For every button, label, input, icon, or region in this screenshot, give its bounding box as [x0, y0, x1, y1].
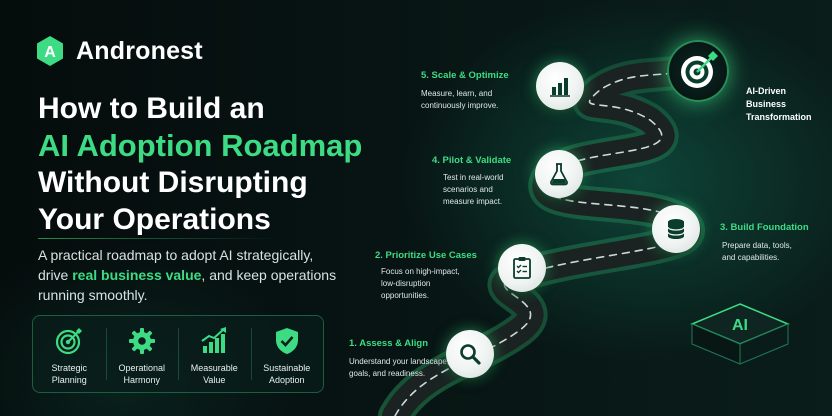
- headline-line-1: How to Build an: [38, 92, 265, 125]
- page-title: How to Build an AI Adoption Roadmap With…: [38, 90, 418, 238]
- headline-line-4: Your Operations: [38, 203, 271, 236]
- growth-chart-icon: [201, 327, 227, 353]
- headline-line-3: Without Disrupting: [38, 166, 308, 199]
- checklist-icon: [513, 257, 531, 279]
- subtitle-part-1: A practical roadmap to adopt AI strategi…: [38, 247, 314, 283]
- target-arrow-icon: [681, 51, 718, 88]
- gear-icon: [128, 328, 155, 354]
- subtitle: A practical roadmap to adopt AI strategi…: [38, 245, 338, 305]
- step-4-title: 4. Pilot & Validate: [432, 155, 512, 166]
- brand-logo-icon: A: [34, 35, 66, 67]
- brand: A Andronest: [34, 35, 203, 67]
- brand-name: Andronest: [76, 36, 203, 65]
- headline-line-2: AI Adoption Roadmap: [38, 128, 363, 163]
- roadmap-road: [378, 53, 707, 416]
- step-3-desc: Prepare data, tools,and capabilities.: [722, 241, 792, 262]
- target-icon: [56, 328, 83, 355]
- step-4-node: [535, 150, 583, 198]
- divider: [38, 238, 278, 239]
- step-1-desc: Understand your landscape,goals, and rea…: [349, 357, 450, 378]
- bar-chart-icon: [550, 78, 570, 97]
- flask-icon: [549, 163, 569, 186]
- brand-logo-letter: A: [44, 44, 56, 61]
- step-5-title: 5. Scale & Optimize: [421, 70, 509, 81]
- step-1-title: 1. Assess & Align: [349, 338, 429, 349]
- subtitle-part-2: , and keep operations running smoothly.: [38, 267, 337, 303]
- ai-chip-label: AI: [732, 317, 748, 334]
- magnifier-icon: [460, 344, 481, 365]
- database-icon: [667, 219, 685, 239]
- ai-chip-icon: AI: [690, 303, 790, 365]
- step-5-node: [536, 62, 584, 110]
- subtitle-highlight: real business value: [72, 267, 202, 283]
- step-1-node: [446, 330, 494, 378]
- shield-check-icon: [275, 328, 298, 354]
- step-2-node: [498, 244, 546, 292]
- step-3-node: [652, 205, 700, 253]
- step-3-title: 3. Build Foundation: [720, 222, 809, 233]
- step-2-title: 2. Prioritize Use Cases: [375, 250, 477, 261]
- goal-node: [667, 40, 729, 102]
